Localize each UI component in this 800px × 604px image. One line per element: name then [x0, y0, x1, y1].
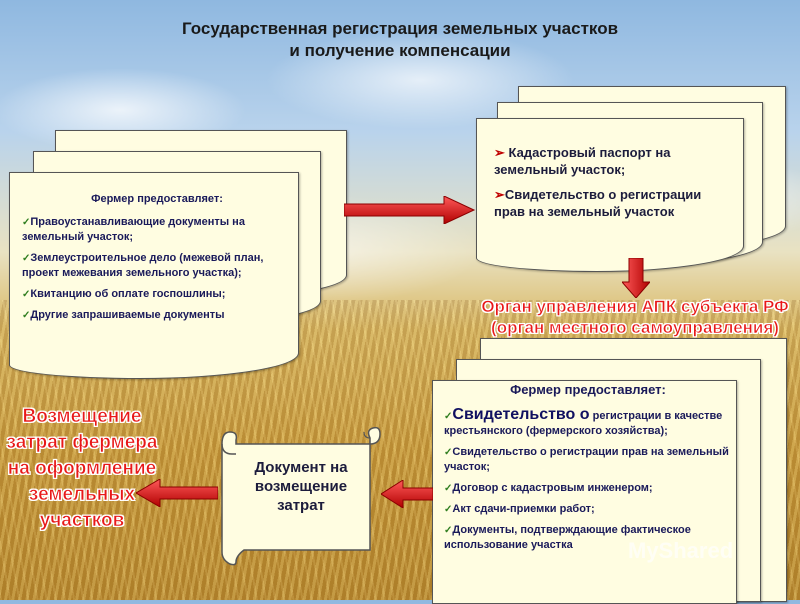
compensation-line-5: участков — [39, 510, 125, 532]
list-item: ➢Свидетельство о регистрации прав на зем… — [494, 187, 702, 219]
check-icon: ✓ — [444, 504, 453, 515]
scroll-line-2: возмещение — [254, 478, 348, 495]
farmer-documents-header: Фермер предоставляет: — [91, 193, 223, 205]
arrow-bullet-icon: ➢ — [494, 145, 505, 160]
list-item: ✓Свидетельство о регистрации прав на зем… — [444, 446, 729, 473]
list-item: ✓Акт сдачи-приемки работ; — [444, 503, 595, 515]
check-icon: ✓ — [22, 217, 31, 228]
arrow-down-icon — [622, 258, 650, 298]
scroll-line-1: Документ на — [254, 459, 348, 476]
compensation-line-2: затрат фермера — [6, 432, 158, 454]
list-item: ✓Документы, подтверждающие фактическое и… — [444, 524, 691, 551]
list-item: ✓Свидетельство о регистрации в качестве … — [444, 406, 723, 438]
check-icon: ✓ — [444, 447, 453, 458]
check-icon: ✓ — [22, 289, 31, 300]
cadastre-text: ➢ Кадастровый паспорт на земельный участ… — [494, 144, 734, 226]
list-item: ➢ Кадастровый паспорт на земельный участ… — [494, 145, 671, 177]
farmer-documents-text: Фермер предоставляет: ✓Правоустанавливаю… — [22, 192, 292, 329]
check-icon: ✓ — [22, 253, 31, 264]
list-item: ✓Землеустроительное дело (межевой план, … — [22, 252, 264, 279]
scroll-line-3: затрат — [277, 497, 325, 514]
scroll-shape — [221, 426, 381, 566]
check-icon: ✓ — [444, 483, 453, 494]
title-line-1: Государственная регистрация земельных уч… — [181, 19, 619, 38]
arrow-left-icon — [381, 480, 433, 508]
check-icon: ✓ — [22, 310, 31, 321]
arrow-right-icon — [344, 196, 476, 224]
compensation-line-4: земельных — [28, 484, 136, 506]
compensation-line-1: Возмещение — [22, 406, 142, 428]
farmer-bottom-text: Фермер предоставляет: ✓Свидетельство о р… — [444, 382, 732, 553]
list-item: ✓Правоустанавливающие документы на земел… — [22, 216, 245, 243]
page-title: Государственная регистрация земельных уч… — [0, 18, 800, 62]
farmer-bottom-card — [432, 380, 737, 604]
farmer-documents-card — [9, 172, 299, 379]
cadastre-card — [476, 118, 744, 272]
title-line-2: и получение компенсации — [289, 41, 511, 60]
agency-label-line-1: Орган управления АПК субъекта РФ — [481, 297, 789, 317]
farmer-bottom-header: Фермер предоставляет: — [510, 382, 666, 397]
arrow-left-icon-2 — [136, 479, 218, 507]
check-icon: ✓ — [444, 525, 453, 536]
list-item: ✓Квитанцию об оплате госпошлины; — [22, 288, 226, 300]
list-item: ✓Договор с кадастровым инженером; — [444, 482, 653, 494]
watermark: MyShared — [628, 538, 734, 563]
agency-label: Орган управления АПК субъекта РФ (орган … — [470, 296, 800, 338]
list-item: ✓Другие запрашиваемые документы — [22, 309, 225, 321]
scroll-document-text: Документ на возмещение затрат — [236, 458, 366, 515]
agency-label-line-2: (орган местного самоуправления) — [491, 318, 780, 338]
check-icon: ✓ — [444, 411, 453, 422]
arrow-bullet-icon: ➢ — [494, 187, 505, 202]
compensation-line-3: на оформление — [7, 458, 157, 480]
compensation-label: Возмещение затрат фермера на оформление … — [2, 404, 162, 534]
